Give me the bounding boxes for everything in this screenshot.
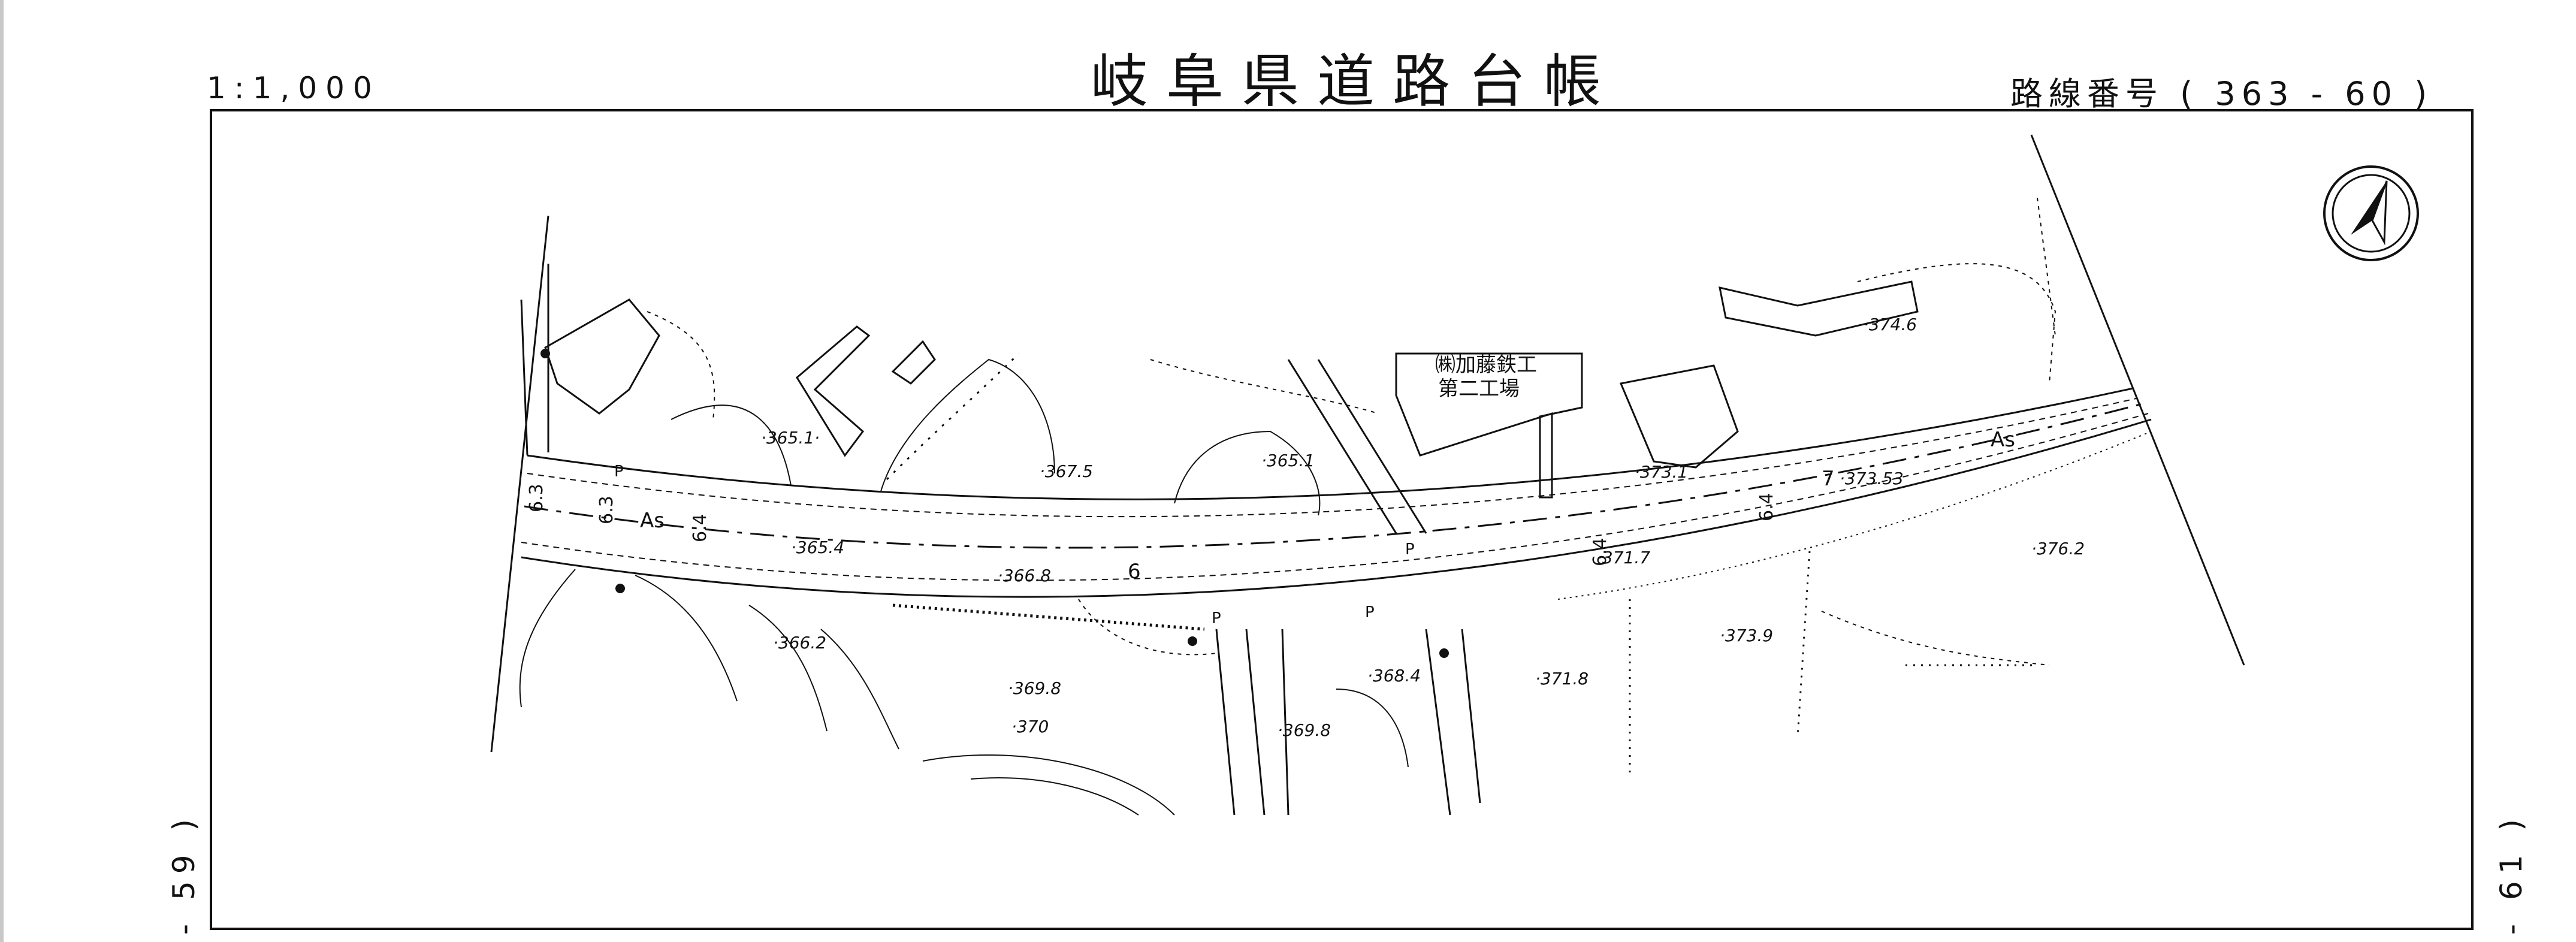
building-label-line1: ㈱加藤鉄工	[1435, 353, 1537, 377]
elevation-label: ·371.8	[1535, 669, 1589, 689]
width-label: 6.3	[596, 496, 617, 524]
side-road-south-5	[1461, 629, 1481, 804]
cliff-hatch-east-2	[1796, 551, 1811, 738]
width-label: 6.4	[690, 514, 711, 542]
elevation-label: ·376.2	[2031, 539, 2085, 558]
parcel-outlines	[647, 197, 2056, 666]
utility-points	[540, 349, 1449, 658]
p-marker: P	[1405, 541, 1415, 558]
building-label-line2: 第二工場	[1438, 377, 1520, 401]
road-shoulder-south	[521, 413, 2149, 581]
side-road-north-2	[1317, 359, 1427, 534]
factory-building	[1395, 352, 1583, 499]
road-edge-north	[527, 387, 2134, 500]
page-title: 岐阜県道路台帳	[1091, 48, 1619, 115]
elevation-label: ·365.1·	[761, 428, 820, 448]
north-arrow-icon	[2323, 165, 2419, 261]
contour-lines	[519, 358, 1409, 816]
map-edge-west	[490, 215, 549, 753]
segment-marker: 7	[1822, 467, 1835, 491]
elevation-label: ·368.4	[1367, 666, 1421, 686]
slope-hatch-west	[892, 603, 1205, 631]
elevation-label: ·366.2	[773, 633, 826, 653]
side-road-south-2	[1245, 629, 1266, 816]
building-west-2	[796, 325, 871, 457]
side-road-south-1	[1215, 629, 1236, 816]
elevation-label: ·365.4	[791, 538, 844, 557]
road-edge-south	[521, 418, 2152, 598]
road-shoulder-north	[527, 398, 2137, 518]
p-marker: P	[1212, 609, 1221, 627]
p-marker: P	[614, 463, 624, 481]
segment-marker: 6	[1128, 560, 1141, 584]
side-road-north-1	[1287, 359, 1397, 534]
elevation-label: ·365.1	[1261, 451, 1315, 470]
road-centerline	[524, 403, 2143, 549]
width-label: 6.4	[1590, 538, 1611, 566]
cliff-hatch-north	[886, 352, 1020, 481]
side-road-south-3	[1281, 629, 1289, 816]
elevation-label: ·370	[1011, 717, 1049, 736]
width-label: 6.4	[1756, 493, 1777, 521]
elevation-label: ·374.6	[1864, 315, 1917, 334]
elevation-label: ·373.1	[1635, 462, 1688, 482]
building-east-2	[1719, 280, 1919, 337]
route-number: 路線番号 ( 363 - 60 )	[2010, 75, 2433, 113]
elevation-label: ·366.8	[998, 566, 1051, 585]
slope-hatch-east	[1557, 431, 2152, 600]
width-label: 6.3	[526, 484, 547, 512]
surface-label-east: As	[1991, 428, 2015, 452]
page-edge	[0, 0, 4, 942]
elevation-label: ·369.8	[1278, 720, 1331, 740]
surface-label-west: As	[640, 509, 665, 533]
building-west-3	[891, 340, 936, 385]
map-scale: 1:1,000	[207, 71, 380, 105]
elevation-label: ·367.5	[1040, 461, 1093, 481]
map-frame	[210, 109, 2474, 930]
building-east-1	[1619, 364, 1739, 469]
p-marker: P	[1365, 603, 1375, 621]
building-west-1	[544, 298, 660, 415]
elevation-label: ·371.7	[1597, 548, 1650, 567]
side-road-south-4	[1425, 629, 1451, 816]
elevation-label: ·373.53	[1840, 469, 1904, 488]
side-road-west-1	[520, 299, 529, 456]
elevation-label: ·373.9	[1720, 626, 1773, 645]
map-edge-east	[2030, 134, 2245, 666]
elevation-label: ·369.8	[1008, 678, 1061, 698]
